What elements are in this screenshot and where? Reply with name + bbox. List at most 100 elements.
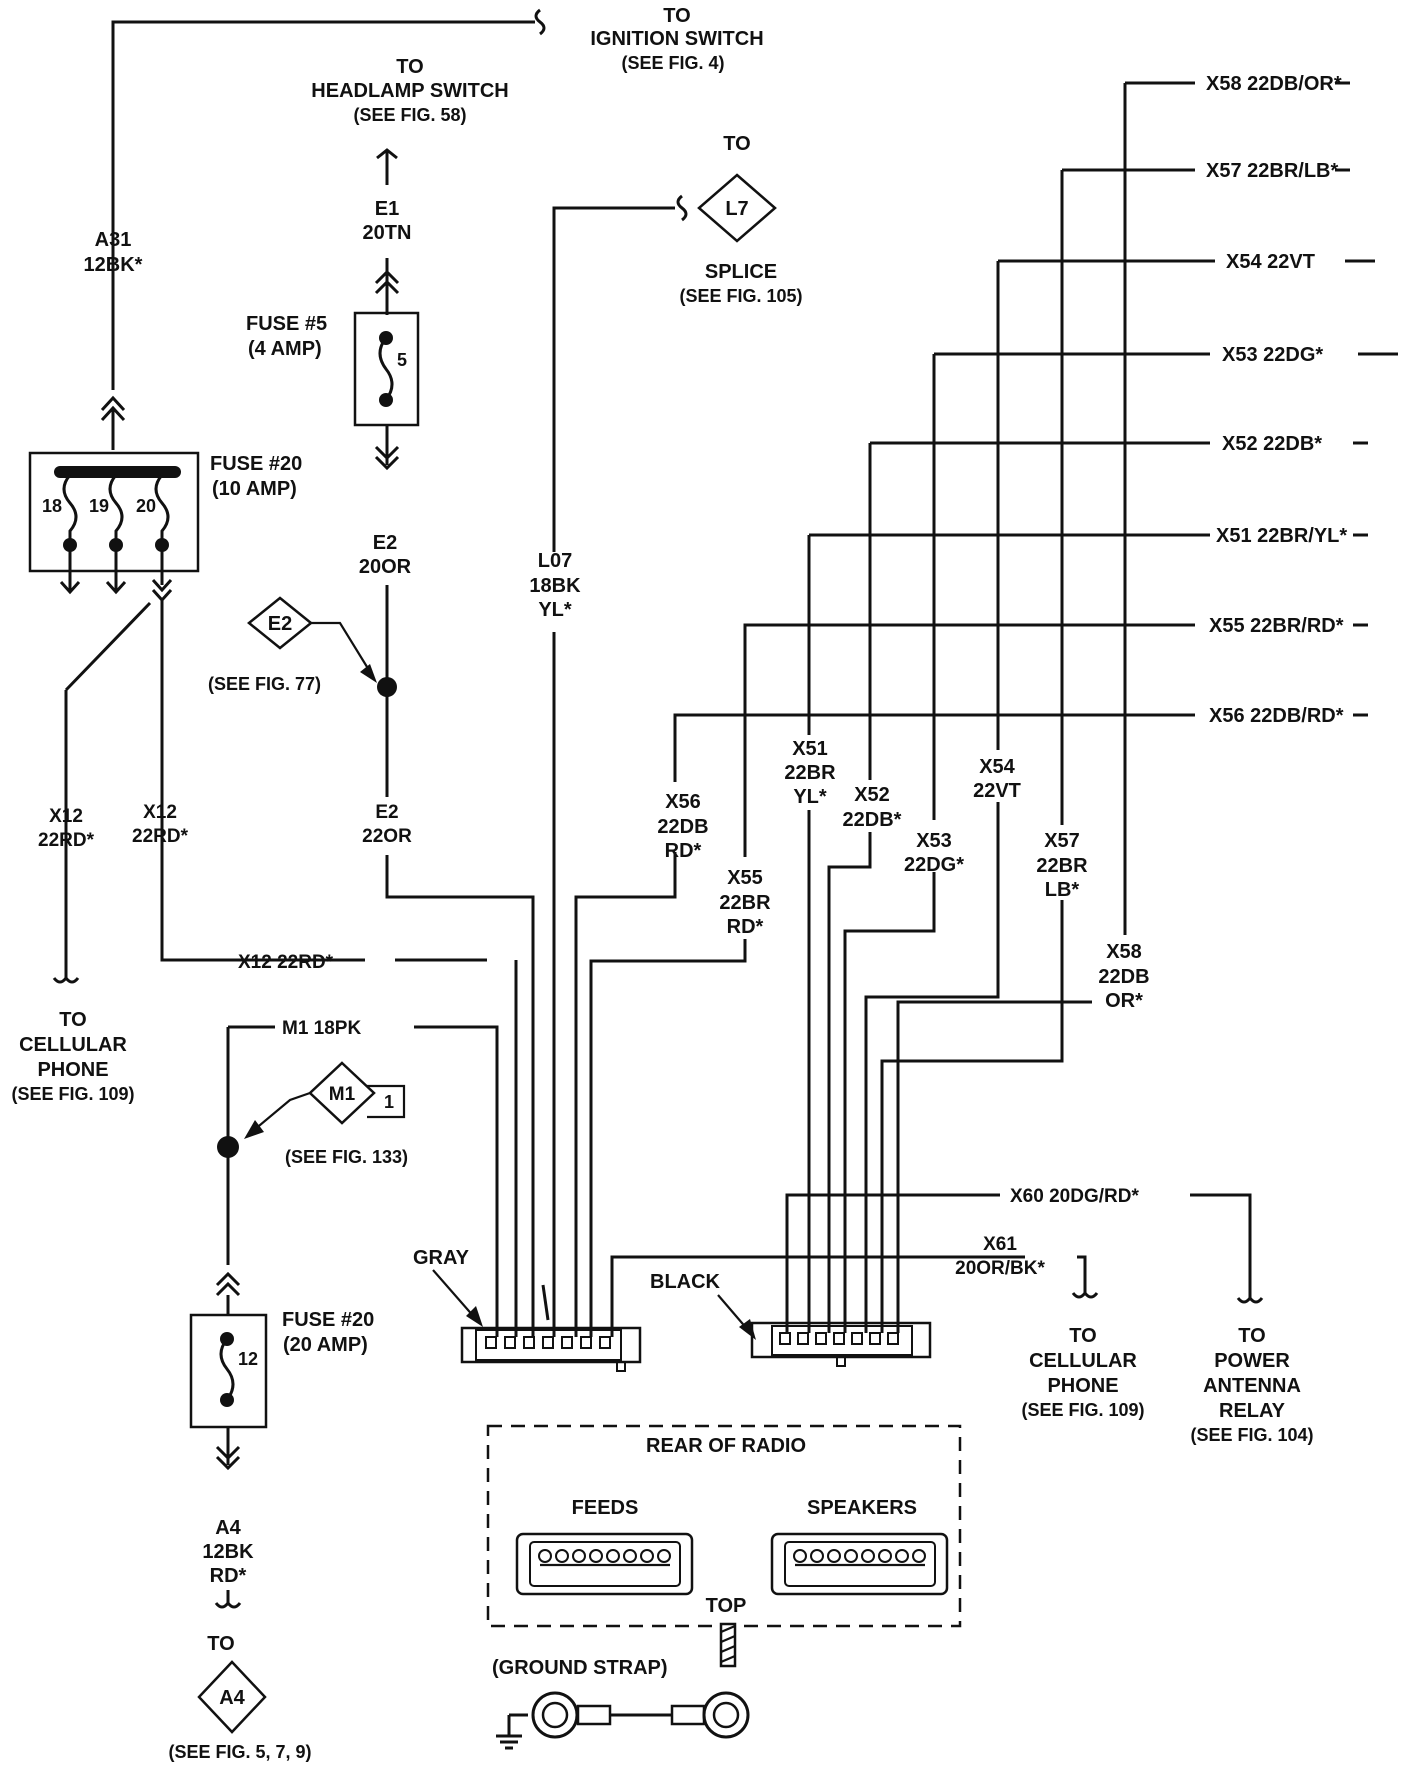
- wire-e1-e2: E1 20TN 5 FUSE #5 (4 AMP) E2 20OR E2 22O…: [246, 148, 535, 1320]
- right-bus-lines: X58 22DB/OR* X57 22BR/LB* X54 22VT X53 2…: [807, 73, 1398, 1315]
- svg-text:X54 22VT: X54 22VT: [1226, 251, 1315, 273]
- rear-of-radio: REAR OF RADIO FEEDS SPEAKERS: [486, 1424, 962, 1679]
- svg-text:E2: E2: [268, 613, 292, 635]
- svg-text:12: 12: [238, 1349, 258, 1369]
- ignition-switch-ref: TO IGNITION SWITCH (SEE FIG. 4): [590, 5, 763, 73]
- fuse-20-10amp: 18 19 20 FUSE #20 (10 AMP): [28, 451, 302, 603]
- svg-text:L07: L07: [538, 550, 572, 572]
- svg-text:20OR: 20OR: [359, 556, 412, 578]
- black-label: BLACK: [650, 1271, 721, 1293]
- e2-splice-ref: E2 (SEE FIG. 77): [208, 596, 377, 694]
- svg-text:TO: TO: [59, 1009, 86, 1031]
- svg-text:(4 AMP): (4 AMP): [248, 338, 322, 360]
- svg-text:(SEE FIG. 133): (SEE FIG. 133): [285, 1147, 408, 1167]
- wire-m1: M1 18PK M1 1 (SEE FIG. 133) 12 FUSE #20 …: [168, 1018, 499, 1762]
- svg-text:TO: TO: [663, 5, 690, 27]
- svg-text:OR*: OR*: [1105, 990, 1143, 1012]
- ground-strap: [496, 1691, 750, 1750]
- svg-text:X57 22BR/LB*: X57 22BR/LB*: [1206, 160, 1338, 182]
- svg-text:22DG*: 22DG*: [904, 854, 964, 876]
- svg-text:ANTENNA: ANTENNA: [1203, 1375, 1301, 1397]
- svg-text:22BR: 22BR: [784, 762, 836, 784]
- svg-text:YL*: YL*: [538, 599, 572, 621]
- svg-text:(SEE FIG. 77): (SEE FIG. 77): [208, 674, 321, 694]
- svg-text:E2: E2: [375, 802, 398, 823]
- svg-text:TO: TO: [396, 56, 423, 78]
- svg-text:RD*: RD*: [210, 1565, 247, 1587]
- svg-text:M1 18PK: M1 18PK: [282, 1018, 361, 1039]
- svg-text:X55 22BR/RD*: X55 22BR/RD*: [1209, 615, 1344, 637]
- svg-text:X54: X54: [979, 756, 1015, 778]
- black-connector: BLACK: [650, 1271, 932, 1367]
- svg-text:X56 22DB/RD*: X56 22DB/RD*: [1209, 705, 1344, 727]
- svg-text:(GROUND STRAP): (GROUND STRAP): [492, 1657, 668, 1679]
- gray-connector-feeds: X61 20OR/BK*: [514, 623, 1195, 1321]
- feeds-connector: [515, 1532, 694, 1596]
- black-connector-wires: X60 20DG/RD*: [785, 1186, 1264, 1315]
- svg-text:TO: TO: [1069, 1325, 1096, 1347]
- svg-text:CELLULAR: CELLULAR: [1029, 1350, 1137, 1372]
- svg-text:FUSE #5: FUSE #5: [246, 313, 327, 335]
- svg-text:20TN: 20TN: [363, 222, 412, 244]
- m1-splice-icon: [308, 1061, 376, 1125]
- svg-text:(SEE FIG. 109): (SEE FIG. 109): [11, 1084, 134, 1104]
- svg-text:YL*: YL*: [793, 786, 827, 808]
- svg-text:RD*: RD*: [727, 916, 764, 938]
- a4-ref-icon: [197, 1660, 267, 1734]
- svg-text:CELLULAR: CELLULAR: [19, 1034, 127, 1056]
- svg-text:PHONE: PHONE: [37, 1059, 108, 1081]
- svg-text:(SEE FIG. 58): (SEE FIG. 58): [353, 105, 466, 125]
- svg-text:22DB: 22DB: [657, 816, 708, 838]
- gray-connector: GRAY: [413, 1247, 642, 1372]
- svg-text:5: 5: [397, 350, 407, 370]
- svg-text:22RD*: 22RD*: [38, 830, 95, 851]
- svg-text:22OR: 22OR: [362, 826, 412, 847]
- svg-text:IGNITION SWITCH: IGNITION SWITCH: [590, 28, 763, 50]
- svg-text:X51: X51: [792, 738, 828, 760]
- svg-text:RELAY: RELAY: [1219, 1400, 1286, 1422]
- wire-a31: A31 12BK*: [84, 8, 546, 450]
- svg-text:X52: X52: [854, 784, 890, 806]
- svg-text:12BK: 12BK: [202, 1541, 254, 1563]
- svg-text:(SEE FIG. 4): (SEE FIG. 4): [621, 53, 724, 73]
- svg-text:FUSE #20: FUSE #20: [282, 1309, 374, 1331]
- svg-text:22BR: 22BR: [1036, 855, 1088, 877]
- svg-text:X51 22BR/YL*: X51 22BR/YL*: [1216, 525, 1347, 547]
- svg-text:X57: X57: [1044, 830, 1080, 852]
- headlamp-switch-ref: TO HEADLAMP SWITCH (SEE FIG. 58): [311, 56, 508, 125]
- svg-text:RD*: RD*: [665, 840, 702, 862]
- svg-text:X56: X56: [665, 791, 701, 813]
- wire-x12: X12 22RD* X12 22RD* X12 22RD*: [38, 600, 487, 984]
- svg-text:TO: TO: [1238, 1325, 1265, 1347]
- svg-text:X12: X12: [143, 802, 177, 823]
- svg-text:18BK: 18BK: [529, 575, 581, 597]
- svg-text:A4: A4: [219, 1687, 245, 1709]
- svg-text:X58: X58: [1106, 941, 1142, 963]
- svg-text:22DB: 22DB: [1098, 966, 1149, 988]
- svg-text:POWER: POWER: [1214, 1350, 1290, 1372]
- svg-text:X61: X61: [983, 1234, 1017, 1255]
- gray-label: GRAY: [413, 1247, 470, 1269]
- svg-text:FUSE #20: FUSE #20: [210, 453, 302, 475]
- svg-text:(SEE FIG. 109): (SEE FIG. 109): [1021, 1400, 1144, 1420]
- power-antenna-relay-ref: TO POWER ANTENNA RELAY (SEE FIG. 104): [1190, 1325, 1313, 1445]
- svg-text:TO: TO: [723, 133, 750, 155]
- svg-text:PHONE: PHONE: [1047, 1375, 1118, 1397]
- svg-text:(20 AMP): (20 AMP): [283, 1334, 368, 1356]
- svg-text:M1: M1: [329, 1084, 356, 1105]
- svg-text:X12: X12: [49, 806, 83, 827]
- svg-text:HEADLAMP SWITCH: HEADLAMP SWITCH: [311, 80, 508, 102]
- svg-text:REAR OF RADIO: REAR OF RADIO: [646, 1435, 806, 1457]
- svg-text:(10 AMP): (10 AMP): [212, 478, 297, 500]
- svg-text:1: 1: [384, 1092, 394, 1112]
- a31-label: A31: [95, 229, 132, 251]
- x12-horizontal-label: X12 22RD*: [238, 952, 334, 973]
- svg-text:18: 18: [42, 496, 62, 516]
- svg-text:(SEE FIG. 105): (SEE FIG. 105): [679, 286, 802, 306]
- svg-text:20: 20: [136, 496, 156, 516]
- cellular-phone-ref-left: TO CELLULAR PHONE (SEE FIG. 109): [11, 1009, 134, 1104]
- svg-text:LB*: LB*: [1045, 879, 1080, 901]
- svg-text:X60 20DG/RD*: X60 20DG/RD*: [1010, 1186, 1139, 1207]
